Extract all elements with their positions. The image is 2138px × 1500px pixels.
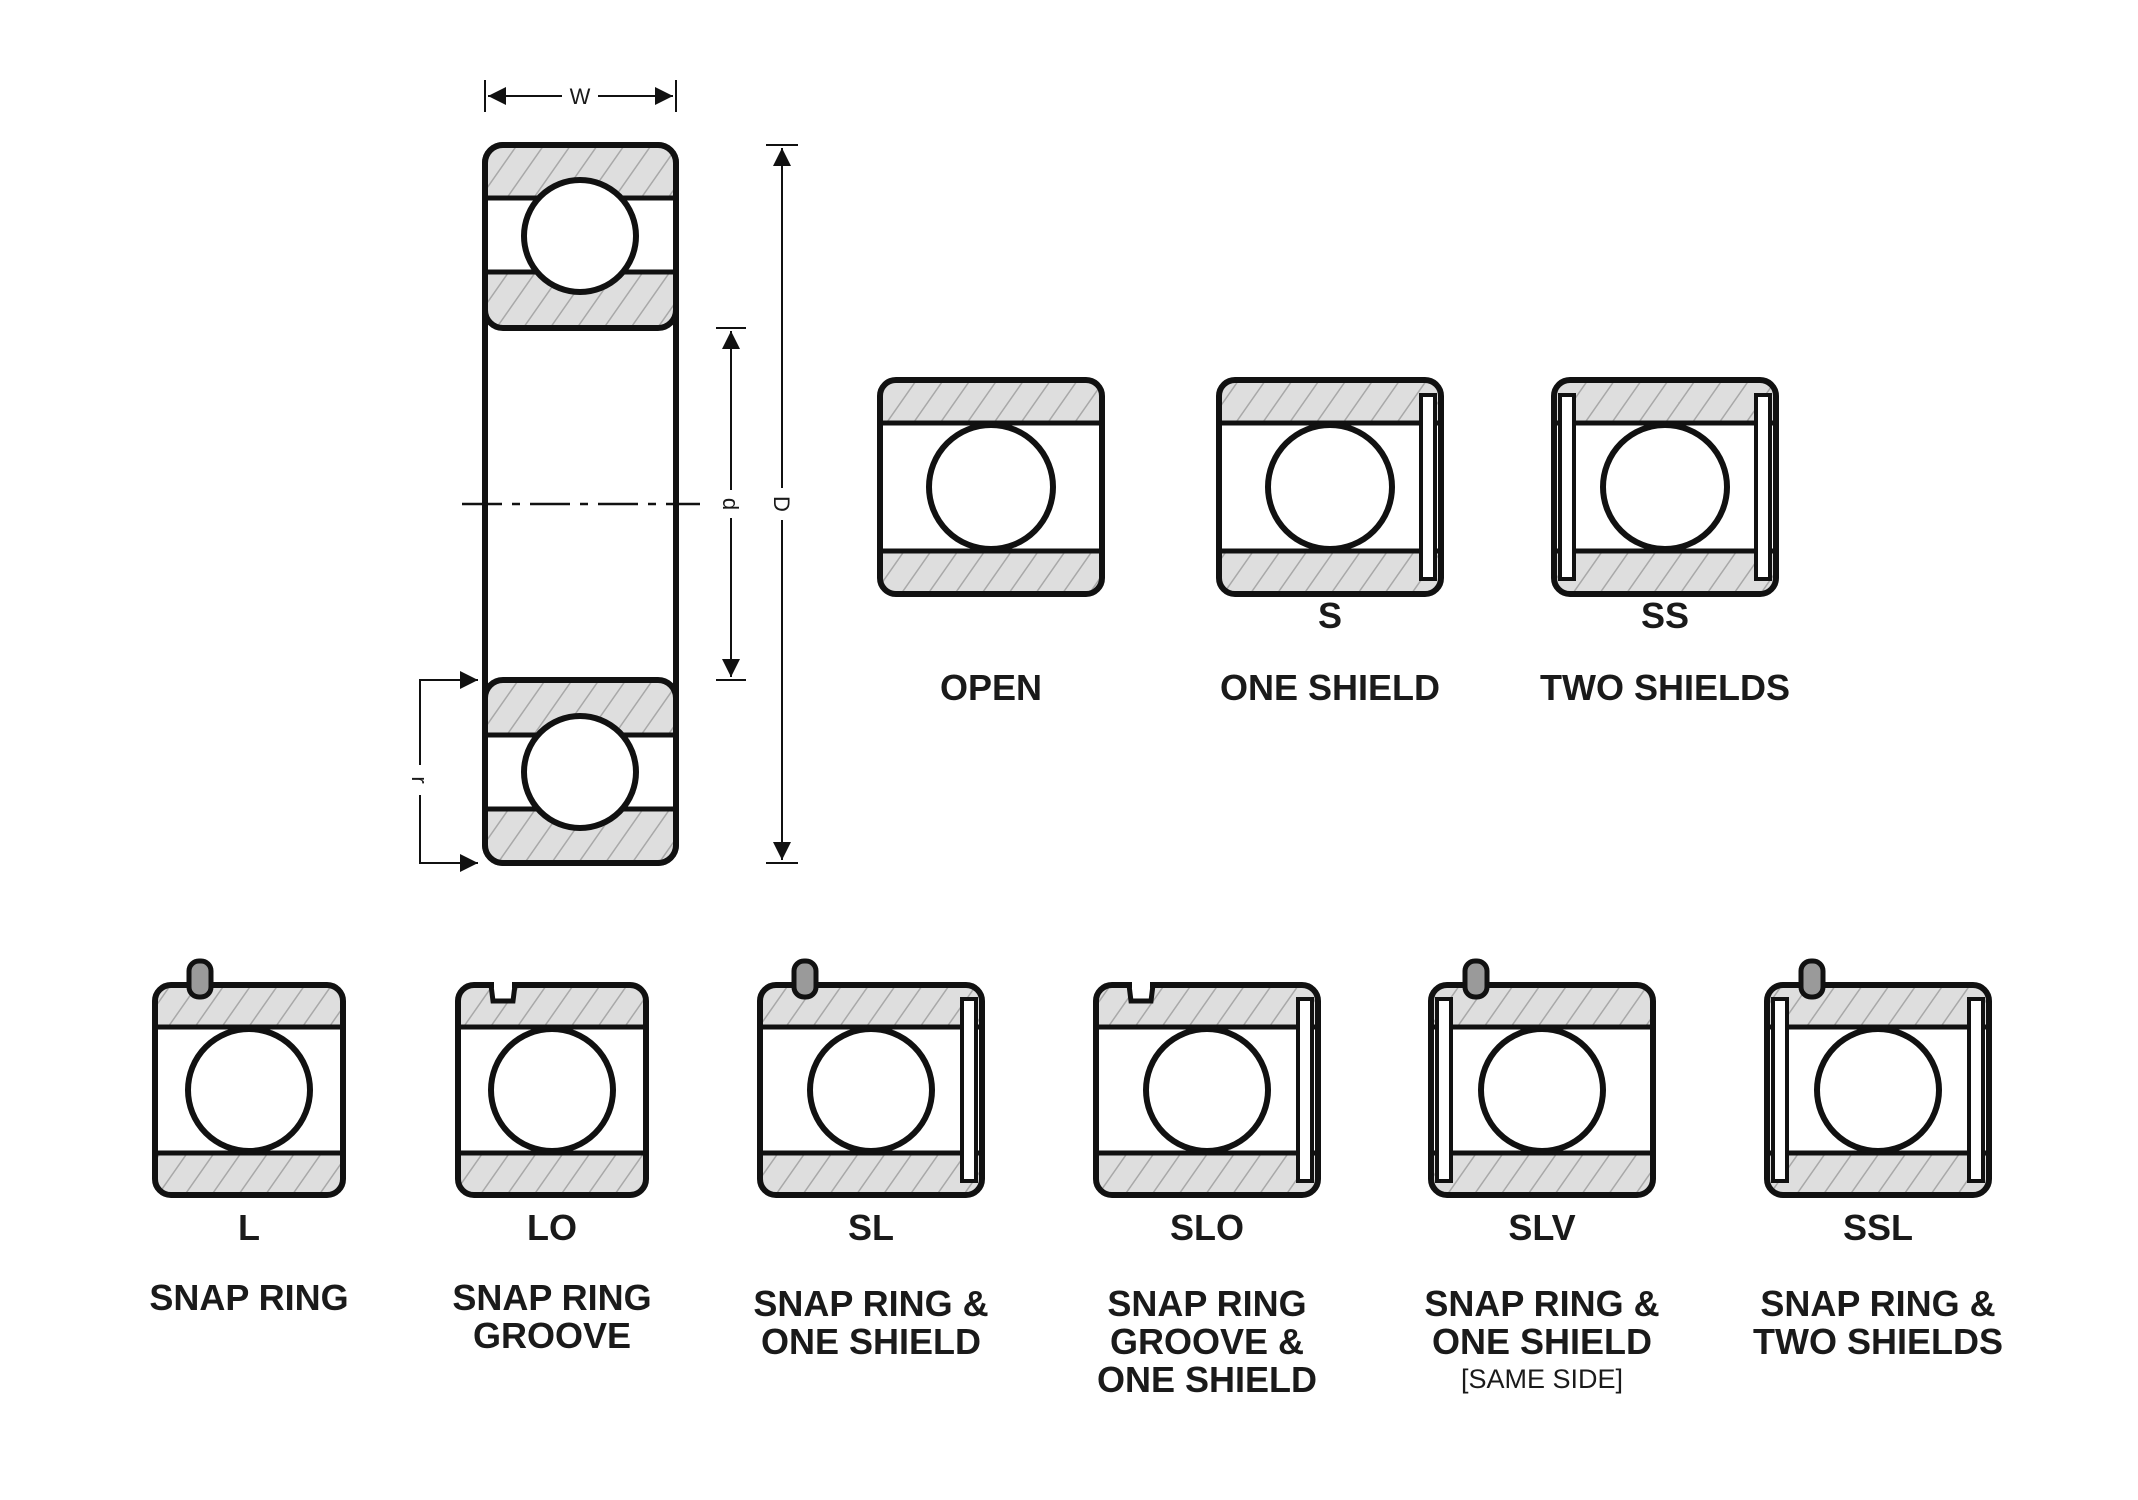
type-desc-l: SNAP RING xyxy=(149,1277,348,1318)
type-desc-lo: GROOVE xyxy=(473,1315,631,1356)
ball xyxy=(1814,1026,1942,1154)
type-desc-ssl: SNAP RING & xyxy=(1760,1283,1995,1324)
shield-right xyxy=(1419,393,1437,581)
shield-right xyxy=(1967,997,1985,1183)
type-desc-lo: SNAP RING xyxy=(452,1277,651,1318)
ball xyxy=(1600,422,1730,552)
dimension-d-bore: d xyxy=(716,327,746,681)
bearing-icon-open xyxy=(877,377,1105,597)
shield-right xyxy=(960,997,978,1183)
dimension-d-bore-label: d xyxy=(718,498,743,510)
ball xyxy=(1143,1026,1271,1154)
label-sl: SL SNAP RING &ONE SHIELD xyxy=(753,1207,988,1362)
shield-left xyxy=(1435,997,1453,1183)
shield-left xyxy=(1771,997,1789,1183)
snap-ring xyxy=(791,958,819,1000)
ball-bottom xyxy=(521,713,639,831)
ball xyxy=(488,1026,616,1154)
type-desc-s: ONE SHIELD xyxy=(1220,667,1440,708)
label-ssl: SSL SNAP RING &TWO SHIELDS xyxy=(1753,1207,2003,1362)
snap-ring xyxy=(186,958,214,1000)
ball xyxy=(1478,1026,1606,1154)
type-code-slv: SLV xyxy=(1508,1207,1575,1248)
type-desc-slo: ONE SHIELD xyxy=(1097,1359,1317,1400)
shield-left xyxy=(1558,393,1576,581)
type-desc-sl: ONE SHIELD xyxy=(761,1321,981,1362)
ball xyxy=(1265,422,1395,552)
type-desc-ssl: TWO SHIELDS xyxy=(1753,1321,2003,1362)
snap-ring-groove xyxy=(1132,982,1150,1000)
type-desc-sl: SNAP RING & xyxy=(753,1283,988,1324)
type-code-slo: SLO xyxy=(1170,1207,1244,1248)
type-code-l: L xyxy=(238,1207,260,1248)
bearing-icon-ssl xyxy=(1764,958,1992,1198)
type-desc-ss: TWO SHIELDS xyxy=(1540,667,1790,708)
type-desc-slo: GROOVE & xyxy=(1110,1321,1304,1362)
bearing-icon-s xyxy=(1216,377,1444,597)
label-ss: SS TWO SHIELDS xyxy=(1540,595,1790,708)
main-cross-section: W D d r xyxy=(407,80,798,872)
bearing-icon-slo xyxy=(1093,982,1321,1198)
type-code-ssl: SSL xyxy=(1843,1207,1913,1248)
label-l: L SNAP RING xyxy=(149,1207,348,1318)
dimension-d-outer-label: D xyxy=(769,496,794,512)
shield-right xyxy=(1754,393,1772,581)
ball xyxy=(185,1026,313,1154)
ball-top xyxy=(521,177,639,295)
bearing-icon-sl xyxy=(757,958,985,1198)
shield-right xyxy=(1296,997,1314,1183)
type-code-lo: LO xyxy=(527,1207,577,1248)
dimension-r-label: r xyxy=(407,776,432,783)
type-desc-open: OPEN xyxy=(940,667,1042,708)
type-desc-slv: SNAP RING & xyxy=(1424,1283,1659,1324)
snap-ring-groove xyxy=(494,982,512,1000)
bearing-icon-slv xyxy=(1428,958,1656,1198)
bottom-ring-section xyxy=(482,677,679,866)
bearing-icon-l xyxy=(152,958,346,1198)
type-code-ss: SS xyxy=(1641,595,1689,636)
dimension-w: W xyxy=(484,80,677,112)
top-ring-section xyxy=(482,142,679,331)
bearing-icon-lo xyxy=(455,982,649,1198)
variant-icons xyxy=(152,377,1992,1198)
dimension-r: r xyxy=(407,671,478,872)
label-s: S ONE SHIELD xyxy=(1220,595,1440,708)
type-desc-slo: SNAP RING xyxy=(1107,1283,1306,1324)
ball xyxy=(807,1026,935,1154)
label-slv: SLV SNAP RING &ONE SHIELD[SAME SIDE] xyxy=(1424,1207,1659,1394)
dimension-w-label: W xyxy=(570,84,591,109)
bearing-icon-ss xyxy=(1551,377,1779,597)
type-desc-slv: ONE SHIELD xyxy=(1432,1321,1652,1362)
type-code-s: S xyxy=(1318,595,1342,636)
ball xyxy=(926,422,1056,552)
type-note-slv: [SAME SIDE] xyxy=(1461,1364,1623,1394)
type-code-sl: SL xyxy=(848,1207,894,1248)
snap-ring xyxy=(1462,958,1490,1000)
label-open: OPEN xyxy=(940,667,1042,708)
snap-ring xyxy=(1798,958,1826,1000)
dimension-d-outer: D xyxy=(766,144,798,864)
